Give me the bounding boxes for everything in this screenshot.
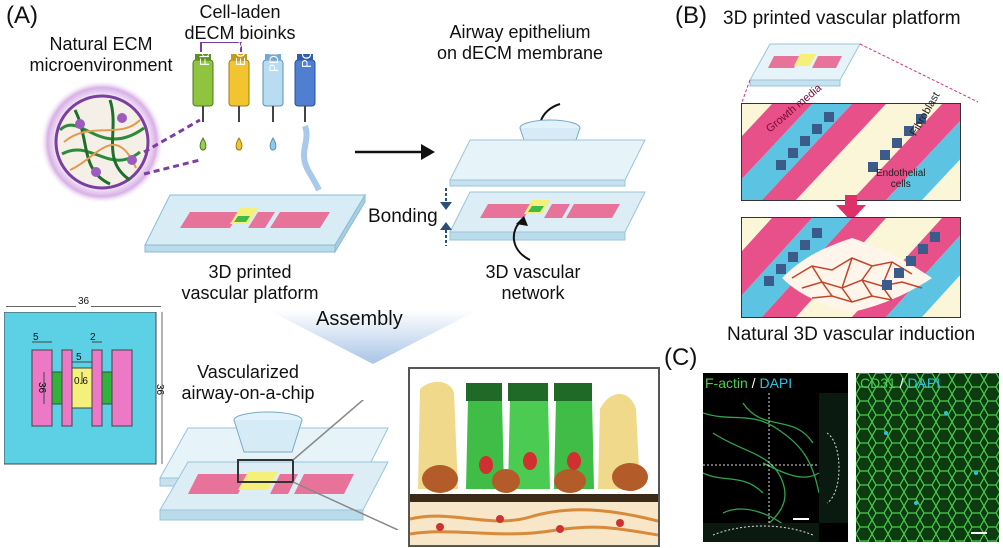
endothelial-label-line1: Endothelial xyxy=(876,168,926,179)
vascular-network-top-view xyxy=(741,217,961,318)
panel-a-letter: (A) xyxy=(6,2,38,29)
bonding-arrows xyxy=(440,188,452,246)
airway-tissue-zoom xyxy=(408,367,660,547)
endothelial-label-line2: cells xyxy=(890,179,911,190)
chip-schematic xyxy=(4,312,163,465)
syringe-label-ecs: ECs xyxy=(233,41,248,66)
epithelium-label-line1: Airway epithelium xyxy=(449,22,591,42)
platform-thumbnail xyxy=(741,43,979,103)
platform-label-line1: 3D printed xyxy=(208,262,292,282)
syringe-label-pdms: PDMS xyxy=(267,37,281,72)
vascular-platform-top-view xyxy=(741,103,961,201)
induction-arrow xyxy=(836,195,866,221)
chip-title: Vascularized airway-on-a-chip xyxy=(168,362,328,404)
cd31-network xyxy=(856,373,999,542)
height-dimension-value: 36 xyxy=(154,383,166,396)
factin-stain-separator: / xyxy=(747,375,760,391)
chip-title-line2: airway-on-a-chip xyxy=(181,383,315,403)
bioink-title-line2: dECM bioinks xyxy=(184,23,296,43)
schematic-width-dimension: 36 xyxy=(4,296,164,312)
endothelial-label: Endothelial cells xyxy=(876,168,925,190)
inner-height-value: 36 xyxy=(36,381,48,394)
panel-c-letter: (C) xyxy=(664,344,698,371)
platform-label: 3D printed vascular platform xyxy=(150,262,350,304)
center-width-value: 5 xyxy=(76,352,82,363)
channel-width-value: 5 xyxy=(33,332,39,343)
width-dimension-value: 36 xyxy=(76,296,92,307)
cd31-stain-name: CD31 xyxy=(860,375,896,391)
bonding-assembly-illustration xyxy=(449,103,646,261)
factin-network xyxy=(703,373,848,542)
factin-stain-label: F-actin / DAPI xyxy=(705,375,792,391)
vascular-network-label-line1: 3D vascular xyxy=(485,262,581,282)
bonding-label: Bonding xyxy=(368,206,438,227)
ecm-title-line1: Natural ECM xyxy=(49,34,153,54)
platform-label-line2: vascular platform xyxy=(181,283,319,303)
cd31-stain-separator: / xyxy=(895,375,908,391)
syringe-label-fbs: Fbs xyxy=(197,44,212,66)
ecm-title: Natural ECM microenvironment xyxy=(26,34,176,76)
airway-tissue-cells xyxy=(410,369,658,545)
factin-stain-name: F-actin xyxy=(705,375,748,391)
bioink-syringes xyxy=(192,42,322,192)
cd31-stain-label: CD31 / DAPI xyxy=(860,375,940,391)
panel-b-title: 3D printed vascular platform xyxy=(723,8,961,29)
chip-title-line1: Vascularized xyxy=(197,362,299,382)
ecm-microenvironment-illustration xyxy=(40,80,201,204)
channel-diagonal-stripes xyxy=(742,104,960,200)
cd31-dapi-name: DAPI xyxy=(907,375,941,391)
gap-width-value: 2 xyxy=(90,332,96,343)
printed-platform-illustration xyxy=(144,193,366,254)
cd31-dapi-micrograph: CD31 / DAPI xyxy=(856,373,999,542)
panel-b-caption: Natural 3D vascular induction xyxy=(727,324,976,345)
process-arrow xyxy=(355,144,435,160)
vascularized-chip-illustration xyxy=(159,400,398,530)
factin-dapi-name: DAPI xyxy=(759,375,793,391)
assembly-label: Assembly xyxy=(316,308,403,330)
syringe-label-pcl: PCL xyxy=(299,42,314,68)
epithelium-label: Airway epithelium on dECM membrane xyxy=(420,22,620,64)
vascular-network-label: 3D vascular network xyxy=(458,262,608,304)
center-height-value: 0.6 xyxy=(74,376,88,387)
vascular-network-label-line2: network xyxy=(501,283,565,303)
panel-b-letter: (B) xyxy=(675,2,707,29)
assembly-arrow xyxy=(268,310,478,364)
epithelium-label-line2: on dECM membrane xyxy=(436,43,604,63)
bioink-title: Cell-laden dECM bioinks xyxy=(170,2,310,44)
factin-dapi-micrograph: F-actin / DAPI xyxy=(703,373,848,542)
vascular-network-induced xyxy=(742,218,960,317)
bioink-title-line1: Cell-laden xyxy=(199,2,281,22)
ecm-title-line2: microenvironment xyxy=(29,55,173,75)
